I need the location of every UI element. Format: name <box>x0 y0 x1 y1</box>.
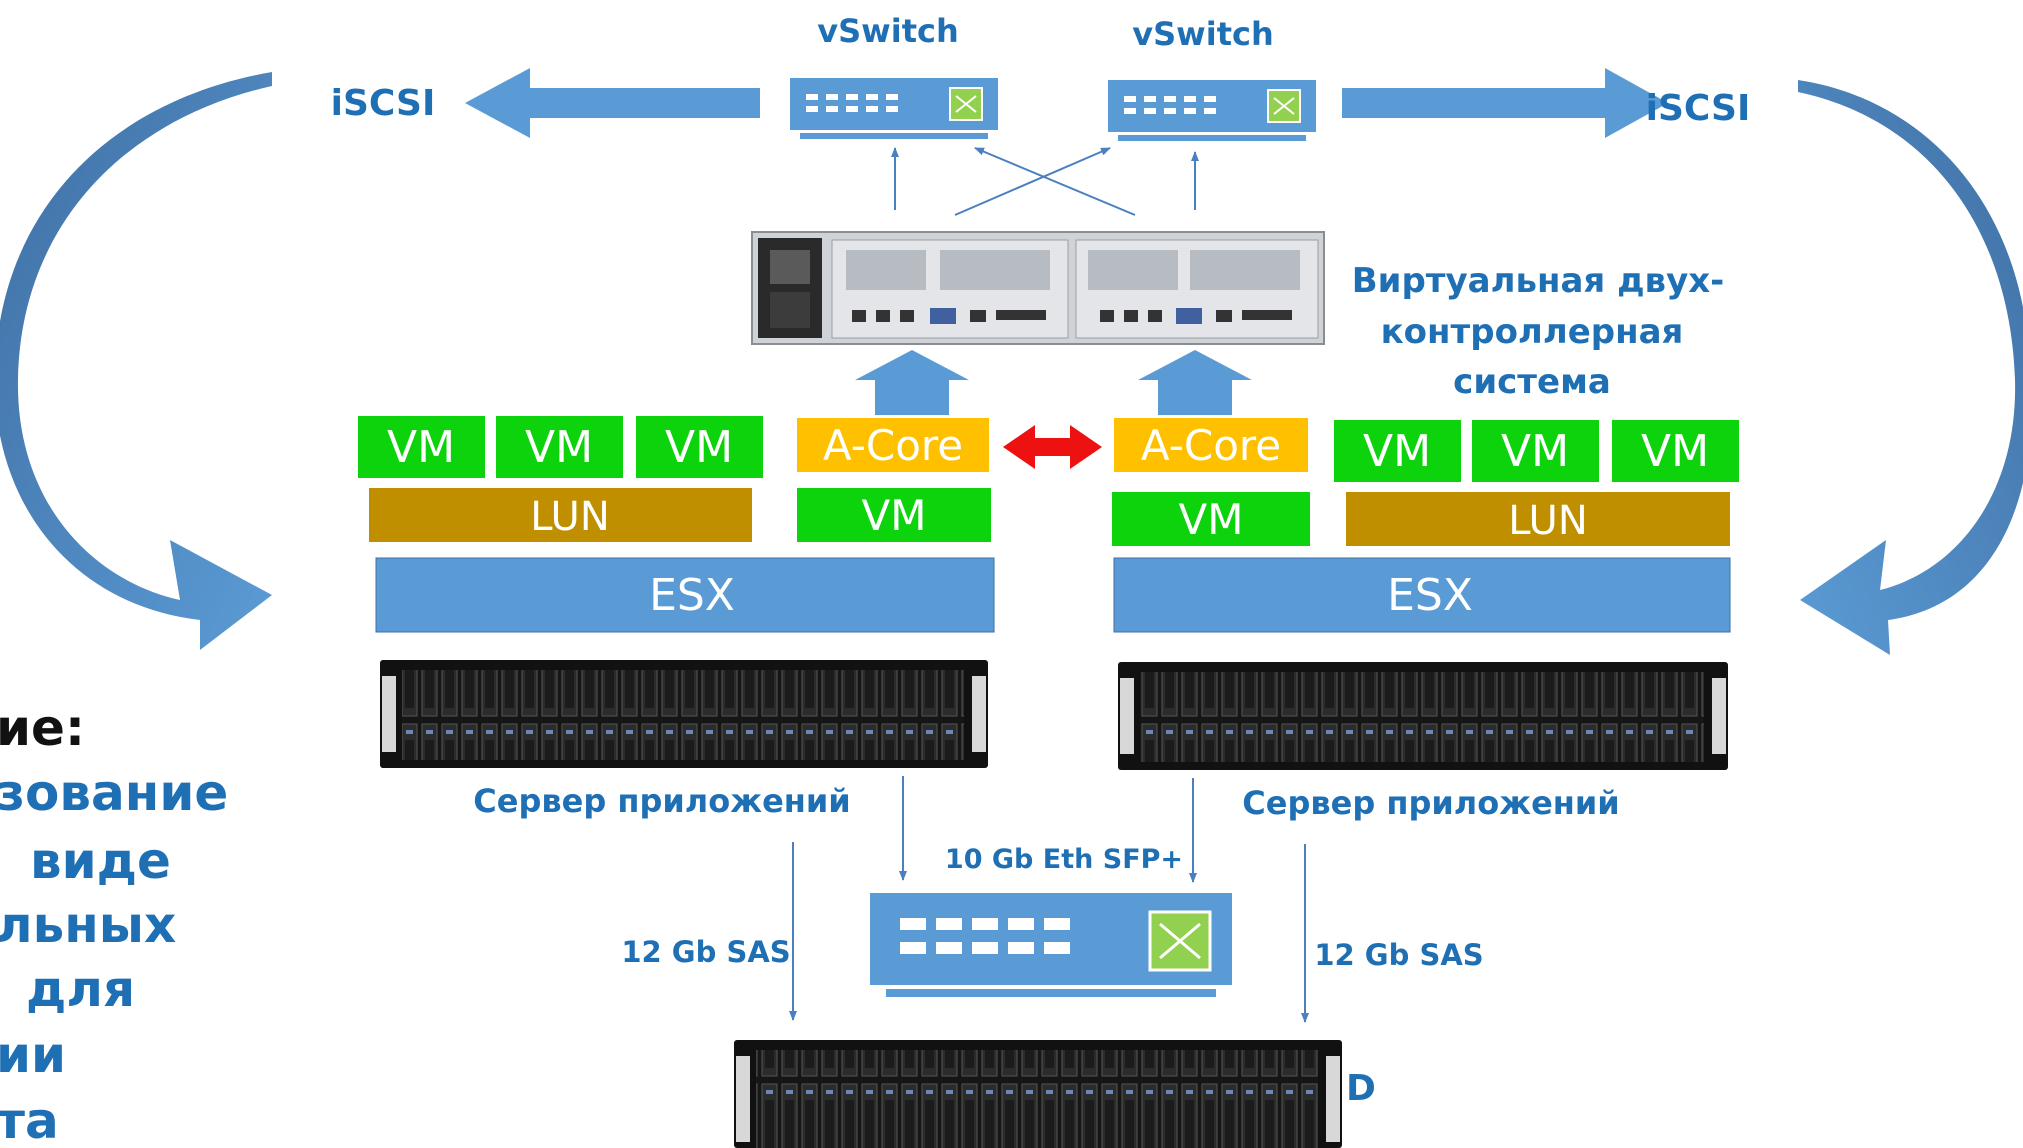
left-lun-label: LUN <box>530 494 610 540</box>
right-esx[interactable] <box>1113 557 1731 633</box>
right-vm-2[interactable] <box>1472 420 1599 482</box>
left-server-label: Сервер приложений <box>473 782 850 820</box>
left-esx[interactable] <box>375 557 995 633</box>
vswitch-right[interactable] <box>1108 80 1316 141</box>
iscsi-left-arrow <box>465 68 760 138</box>
left-curved-arrow <box>0 72 272 650</box>
virtual-system-line-2: контроллерная <box>1381 312 1684 352</box>
virtual-system-label: Виртуальная двух- контроллерная система <box>1352 261 1725 402</box>
vswitch-left[interactable] <box>790 78 998 139</box>
eth-link-label: 10 Gb Eth SFP+ <box>945 844 1183 875</box>
left-acore-vm[interactable] <box>797 488 991 542</box>
right-server-label: Сервер приложений <box>1242 784 1619 822</box>
left-acore-label: A-Core <box>823 421 963 470</box>
right-acore-vm-label: VM <box>1179 495 1244 544</box>
right-lun-label: LUN <box>1508 498 1588 544</box>
side-line-2: зование <box>0 764 228 822</box>
virtual-system-line-3: система <box>1453 362 1611 402</box>
iscsi-left-label: iSCSI <box>331 83 436 124</box>
side-line-4: льных <box>0 896 176 954</box>
left-acore-up-arrow <box>855 350 969 415</box>
right-acore-up-arrow <box>1138 350 1252 415</box>
side-line-1: ие: <box>0 699 85 757</box>
right-vm-1[interactable] <box>1334 420 1461 482</box>
virtual-system-line-1: Виртуальная двух- <box>1352 261 1725 301</box>
physical-switch[interactable] <box>870 893 1232 997</box>
left-esx-label: ESX <box>649 570 735 621</box>
left-vm-2[interactable] <box>496 416 623 478</box>
right-vm-2-label: VM <box>1501 426 1569 477</box>
side-line-7: та <box>0 1092 59 1148</box>
left-acore[interactable] <box>797 418 989 472</box>
iscsi-right-arrow <box>1342 68 1668 138</box>
left-vm-3[interactable] <box>636 416 763 478</box>
right-vm-1-label: VM <box>1363 426 1431 477</box>
switch-icon <box>1148 910 1212 972</box>
right-acore[interactable] <box>1114 418 1308 472</box>
left-lun[interactable] <box>369 488 752 542</box>
right-esx-label: ESX <box>1387 570 1473 621</box>
left-vm-1-label: VM <box>387 422 455 473</box>
left-vm-2-label: VM <box>525 422 593 473</box>
right-lun[interactable] <box>1346 492 1730 546</box>
physical-links <box>789 776 1309 1023</box>
right-acore-vm[interactable] <box>1112 492 1310 546</box>
controller-uplinks <box>891 147 1199 216</box>
vswitch-right-title: vSwitch <box>1132 15 1273 53</box>
iscsi-right-label: iSCSI <box>1646 88 1751 129</box>
side-line-5: для <box>26 960 135 1018</box>
jbod-array <box>734 1040 1342 1148</box>
left-vm-1[interactable] <box>358 416 485 478</box>
sas-right-label: 12 Gb SAS <box>1314 938 1483 972</box>
left-host: VM VM VM LUN A-Core VM ESX <box>358 416 995 633</box>
dual-controller-chassis <box>751 231 1325 345</box>
right-vm-3-label: VM <box>1641 426 1709 477</box>
left-acore-vm-label: VM <box>862 491 927 540</box>
right-acore-label: A-Core <box>1141 421 1281 470</box>
left-app-server <box>380 660 988 768</box>
right-vm-3[interactable] <box>1612 420 1739 482</box>
switch-icon <box>1267 89 1301 123</box>
vswitch-left-title: vSwitch <box>817 12 958 50</box>
switch-icon <box>949 87 983 121</box>
left-vm-3-label: VM <box>665 422 733 473</box>
side-line-6: ии <box>0 1026 66 1084</box>
right-host: A-Core VM VM VM VM LUN ESX <box>1112 418 1739 633</box>
sas-left-label: 12 Gb SAS <box>621 935 790 969</box>
right-app-server <box>1118 662 1728 770</box>
right-curved-arrow <box>1798 80 2023 655</box>
acore-sync-arrow <box>1003 425 1102 469</box>
side-description: ие: зование виде льных для ии та <box>0 699 228 1148</box>
side-line-3: виде <box>30 832 171 890</box>
jbod-label-fragment: D <box>1346 1068 1376 1109</box>
